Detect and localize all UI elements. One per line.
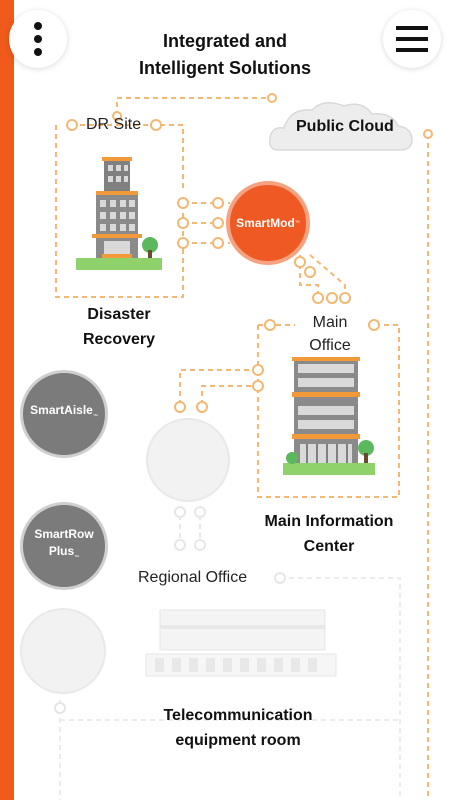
page-title: Integrated and Intelligent Solutions [139,31,311,78]
more-options-button[interactable] [9,10,67,68]
more-vertical-icon [34,22,42,56]
menu-button[interactable] [383,10,441,68]
regional-office-building-icon [145,609,337,677]
placeholder-module[interactable] [146,418,230,502]
dr-site-label: DR Site [86,116,142,133]
hamburger-menu-icon [396,26,428,52]
main-office-building-icon [283,357,375,475]
cloud-icon [268,102,413,151]
smartmod-label: SmartMod [236,216,295,230]
public-cloud-label[interactable]: Public Cloud [296,118,394,135]
telecom-equipment-room-label[interactable]: Telecommunication equipment room [163,707,313,749]
regional-office-label: Regional Office [138,569,248,586]
main-information-center-label[interactable]: Main Information Center [264,513,394,555]
accent-side-bar [0,0,14,800]
dr-building-icon [76,157,162,270]
main-office-label: Main Office [309,314,351,354]
disaster-recovery-label[interactable]: Disaster Recovery [82,306,156,348]
smartaisle-button[interactable]: SmartAisle™ [20,370,108,458]
placeholder-module[interactable] [20,608,106,694]
